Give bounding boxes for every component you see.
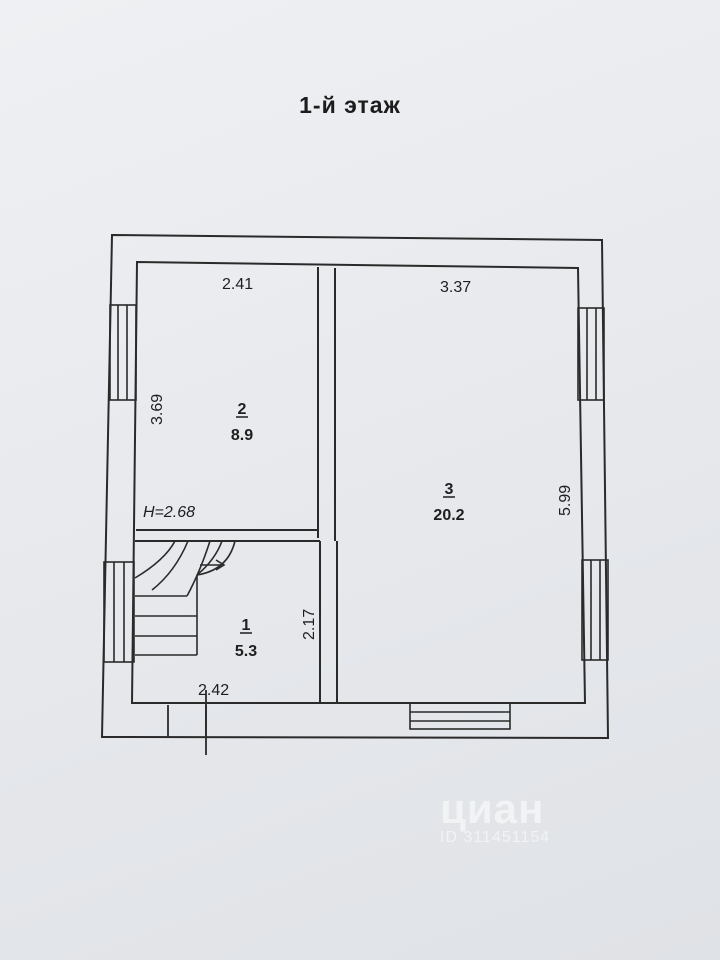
room-2-number: 2 (238, 401, 247, 418)
room-2-area: 8.9 (231, 427, 253, 444)
room-3-number: 3 (445, 481, 454, 498)
partition-wall-vertical (317, 267, 338, 703)
watermark: циан ID 311451154 (440, 785, 700, 847)
room-1-length-dimension: 2.17 (301, 609, 318, 640)
inner-wall-outline (130, 260, 587, 704)
window-left-lower (103, 561, 135, 663)
window-right-upper (577, 307, 605, 401)
staircase (134, 540, 236, 656)
partition-wall-horizontal (135, 529, 320, 542)
window-right-lower (581, 559, 609, 661)
room-3-area: 20.2 (433, 507, 464, 524)
ceiling-height-label: H=2.68 (143, 504, 195, 521)
window-bottom (409, 702, 511, 730)
room-3-width-dimension: 3.37 (440, 279, 471, 296)
room-1-width-dimension: 2.42 (198, 682, 229, 699)
floor-title: 1-й этаж (299, 92, 401, 118)
watermark-logo: циан (440, 785, 545, 832)
room-2-length-dimension: 3.69 (149, 394, 166, 425)
outer-wall-outline (100, 233, 610, 740)
window-left-upper (109, 304, 137, 401)
room-1-number: 1 (242, 617, 251, 634)
entrance-door (167, 690, 207, 755)
room-2-width-dimension: 2.41 (222, 276, 253, 293)
room-3-length-dimension: 5.99 (557, 485, 574, 516)
watermark-id: ID 311451154 (440, 829, 551, 846)
room-1-area: 5.3 (235, 643, 257, 660)
